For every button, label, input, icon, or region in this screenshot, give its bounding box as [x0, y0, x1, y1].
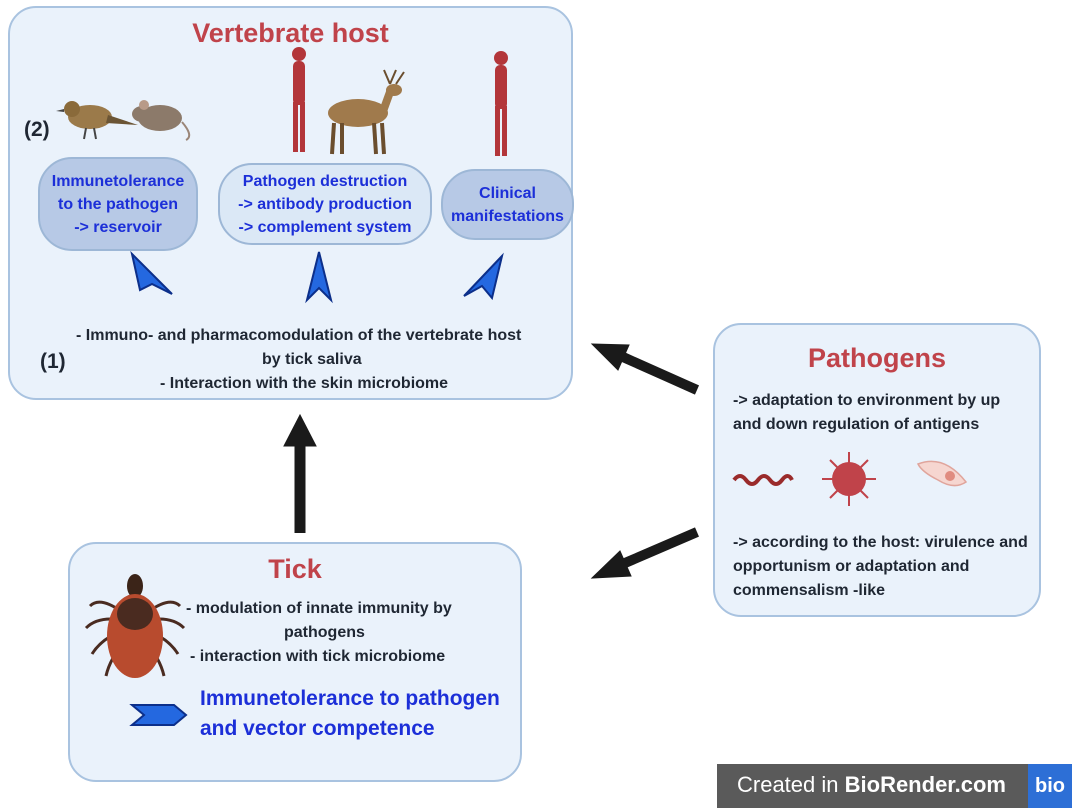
- badge-prefix: Created in: [737, 772, 845, 797]
- chevron-right-icon: [129, 704, 188, 726]
- host-text-line-3: - Interaction with the skin microbiome: [160, 375, 449, 392]
- biorender-badge: Created in BioRender.com bio: [717, 764, 1072, 808]
- label-1: (1): [40, 350, 66, 373]
- pathogens-box: Pathogens -> adaptation to environment b…: [713, 323, 1041, 617]
- biorender-logo: bio: [1028, 764, 1072, 808]
- human-figure-icon: [292, 47, 306, 152]
- label-2: (2): [24, 118, 50, 141]
- tick-icon: [84, 574, 186, 678]
- tick-title: Tick: [268, 554, 322, 584]
- mouse-icon: [132, 100, 191, 141]
- tick-text-line-2: pathogens: [284, 624, 365, 641]
- pathogens-title: Pathogens: [807, 343, 947, 373]
- chevron-up-icon: [463, 252, 504, 301]
- bird-icon: [56, 101, 138, 140]
- host-text-line-1: - Immuno- and pharmacomodulation of the …: [76, 327, 522, 344]
- pathogens-text-1: -> adaptation to environment by up and d…: [733, 392, 1001, 433]
- pill-clinical-manifestations: Clinical manifestations: [441, 169, 574, 240]
- parasite-icon: [916, 460, 968, 487]
- pill-pathogen-destruction: Pathogen destruction -> antibody product…: [218, 163, 432, 245]
- virus-icon: [822, 452, 876, 506]
- human-figure-icon: [494, 51, 508, 156]
- chevron-up-icon: [130, 250, 173, 295]
- pill-reservoir: Immunetolerance to the pathogen -> reser…: [38, 157, 198, 251]
- chevron-up-icon: [305, 251, 333, 304]
- spirochete-icon: [732, 474, 794, 486]
- tick-text-line-3: - interaction with tick microbiome: [190, 648, 446, 665]
- vertebrate-host-title: Vertebrate host: [192, 18, 389, 48]
- deer-icon: [328, 69, 405, 155]
- host-text-line-2: by tick saliva: [262, 351, 362, 368]
- tick-text-line-1: - modulation of innate immunity by: [186, 600, 452, 617]
- tick-highlight: Immunetolerance to pathogen and vector c…: [200, 687, 500, 740]
- badge-brand: BioRender.com: [844, 772, 1006, 797]
- pathogens-text-2: -> according to the host: virulence and …: [733, 534, 1028, 599]
